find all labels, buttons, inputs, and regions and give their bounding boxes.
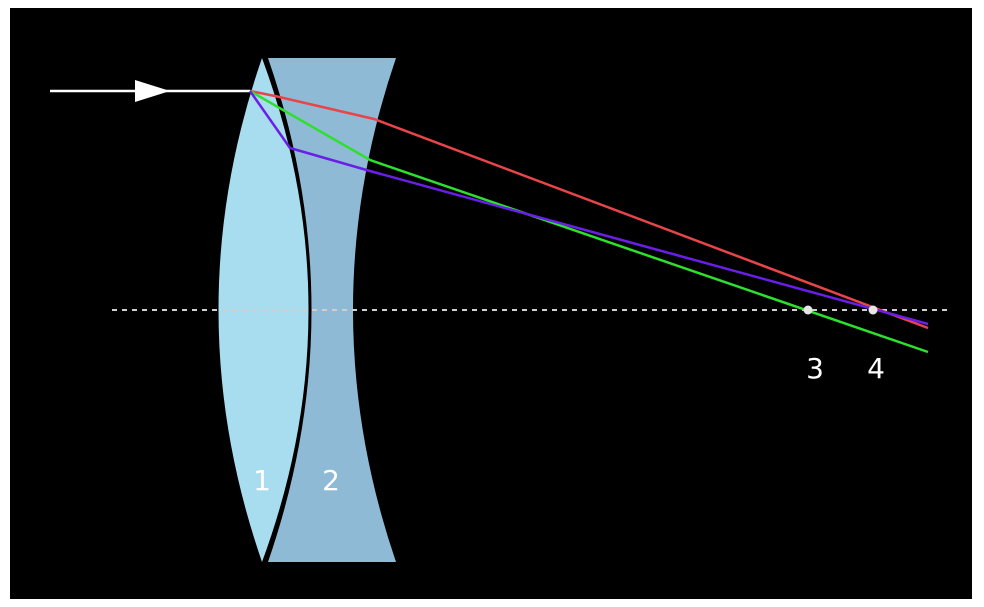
focus-point-4	[868, 305, 878, 315]
ray-red	[249, 89, 929, 330]
achromatic-doublet-diagram: 1 2 3 4	[50, 58, 952, 562]
focus-3-label: 3	[806, 352, 824, 385]
lens-1-label: 1	[253, 464, 271, 497]
ray-green	[249, 89, 929, 354]
focus-4-label: 4	[867, 352, 885, 385]
ray-blue	[248, 90, 929, 326]
diagram-panel: 1 2 3 4	[10, 8, 972, 599]
arrow-head-icon	[135, 80, 170, 102]
focus-point-3	[803, 305, 813, 315]
lens-2-label: 2	[322, 464, 340, 497]
